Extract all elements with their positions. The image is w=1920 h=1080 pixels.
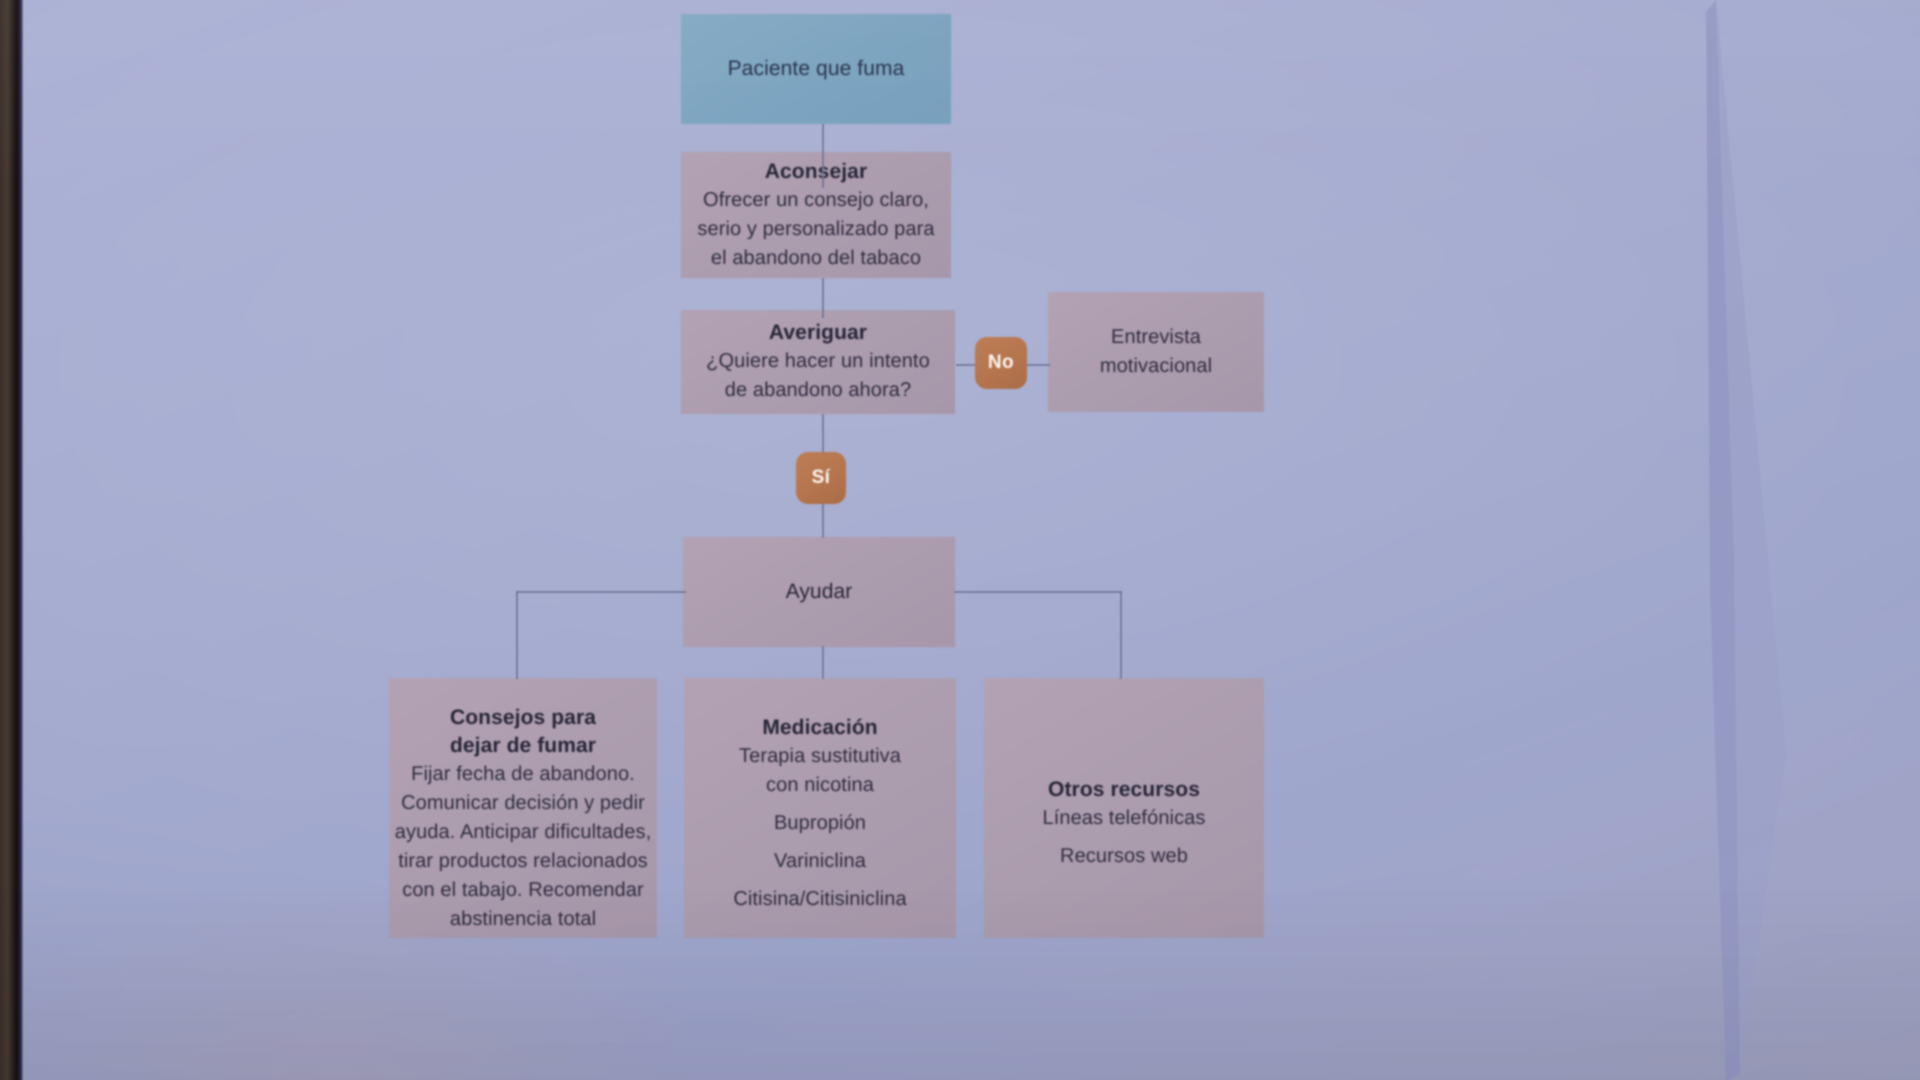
node-line: serio y personalizado para [697, 217, 935, 240]
node-line: motivacional [1099, 355, 1213, 377]
node-averiguar: Averiguar ¿Quiere hacer un intento de ab… [681, 310, 955, 414]
connector-aconsejar-to-averiguar [822, 278, 824, 318]
node-title: Medicación [762, 716, 878, 739]
screen-frame-line [17, 0, 23, 1080]
node-title: Aconsejar [764, 159, 868, 183]
node-line: abstinencia total [449, 908, 597, 930]
node-aconsejar: Aconsejar Ofrecer un consejo claro, seri… [681, 152, 951, 278]
node-line: ayuda. Anticipar dificultades, [394, 821, 652, 843]
node-title: Otros recursos [1048, 778, 1200, 801]
connector-si-chip-to-ayudar [822, 502, 824, 538]
node-line: Citisina/Citisiniclina [733, 888, 907, 910]
node-title: Averiguar [768, 321, 868, 344]
connector-left-branch-down [516, 591, 518, 679]
node-title: Consejos para [449, 706, 596, 729]
node-title: dejar de fumar [449, 734, 597, 757]
node-line: Entrevista [1111, 326, 1201, 348]
node-consejos-dejar-fumar: Consejos para dejar de fumar Fijar fecha… [389, 678, 657, 938]
node-line: Fijar fecha de abandono. [411, 763, 635, 785]
node-paciente-que-fuma: Paciente que fuma [681, 14, 951, 124]
node-line: Bupropión [773, 812, 867, 834]
chip-label: Sí [811, 467, 831, 488]
decision-chip-no: No [975, 337, 1027, 389]
decision-chip-si: Sí [796, 452, 846, 504]
connector-ayudar-right-branch [954, 591, 1122, 593]
connector-start-to-aconsejar [822, 124, 824, 188]
node-title: Ayudar [785, 580, 853, 603]
node-ayudar: Ayudar [683, 537, 955, 647]
connector-no-chip-to-entrevista [1026, 364, 1050, 366]
node-line: tirar productos relacionados [398, 850, 648, 872]
node-line: con el tabajo. Recomendar [402, 879, 644, 901]
node-line: Terapia sustitutiva [739, 745, 901, 767]
node-line: Recursos web [1060, 845, 1188, 867]
connector-right-branch-down [1120, 591, 1122, 679]
node-otros-recursos: Otros recursos Líneas telefónicas Recurs… [984, 678, 1264, 938]
node-title: Paciente que fuma [727, 57, 905, 80]
node-line: de abandono ahora? [724, 379, 912, 401]
connector-ayudar-left-branch [516, 591, 686, 593]
node-line: ¿Quiere hacer un intento [706, 350, 930, 372]
node-line: el abandono del tabaco [710, 246, 922, 269]
node-line: Comunicar decisión y pedir [401, 792, 645, 814]
node-entrevista-motivacional: Entrevista motivacional [1048, 292, 1264, 412]
node-line: Variniclina [774, 850, 866, 872]
chip-label: No [987, 352, 1015, 373]
connector-ayudar-center-down [822, 646, 824, 679]
connector-averiguar-to-si-chip [822, 414, 824, 454]
node-line: con nicotina [766, 774, 874, 796]
node-line: Líneas telefónicas [1042, 807, 1206, 829]
node-line: Ofrecer un consejo claro, [703, 188, 929, 211]
node-medicacion: Medicación Terapia sustitutiva con nicot… [684, 678, 956, 938]
